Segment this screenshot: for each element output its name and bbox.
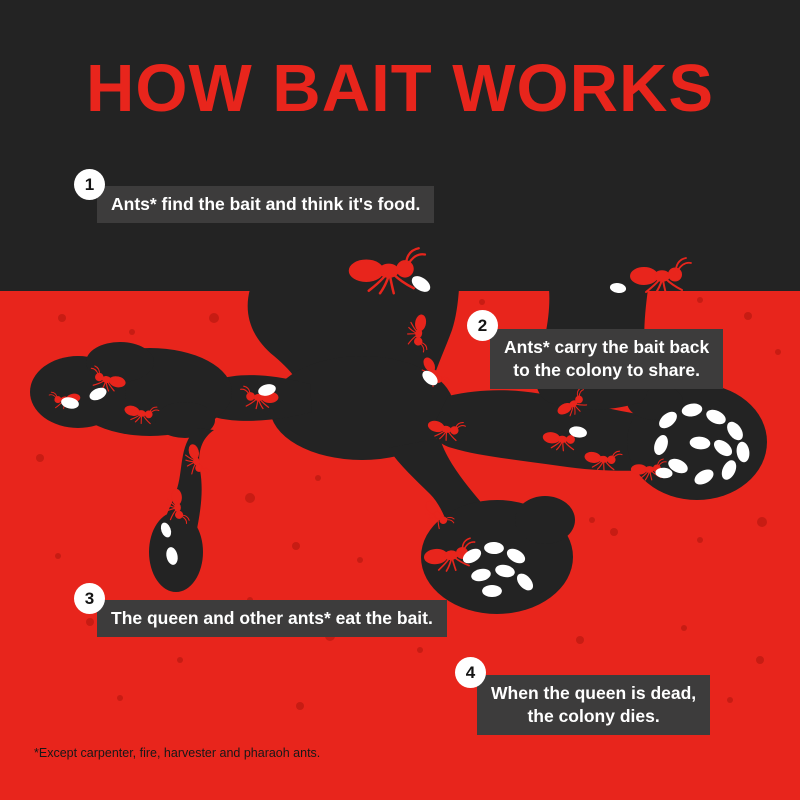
bait-egg-icon <box>408 272 434 296</box>
bait-egg-icon <box>482 584 502 598</box>
bait-egg-icon <box>680 401 704 419</box>
ant-icon <box>164 487 190 526</box>
bait-egg-icon <box>494 563 516 579</box>
bait-egg-icon <box>87 385 109 403</box>
bait-egg-icon <box>735 440 751 464</box>
bait-egg-icon <box>504 545 528 567</box>
ant-icon <box>540 424 583 454</box>
step-2-number-label: 2 <box>477 315 488 335</box>
ant-icon <box>404 312 434 354</box>
bait-eggs-group <box>60 272 751 598</box>
queen-ant-icon <box>422 536 478 574</box>
bait-egg-icon <box>651 433 671 457</box>
ant-icon <box>240 385 279 410</box>
bait-egg-icon <box>723 418 747 444</box>
bait-egg-icon <box>710 436 736 460</box>
bait-egg-icon <box>158 521 174 539</box>
bait-egg-icon <box>60 395 80 411</box>
footnote: *Except carpenter, fire, harvester and p… <box>34 746 321 760</box>
step-2-box: Ants* carry the bait back to the colony … <box>490 329 724 390</box>
bait-egg-icon <box>718 457 740 483</box>
step-4-text-line-2: the colony dies. <box>527 706 660 727</box>
step-4-box: When the queen is dead, the colony dies. <box>477 675 711 736</box>
step-4-text-line-1: When the queen is dead, <box>491 683 697 703</box>
step-1-text: Ants* find the bait and think it's food. <box>111 194 421 214</box>
ant-icon <box>418 495 457 535</box>
bait-egg-icon <box>470 567 492 583</box>
ant-icon <box>416 352 452 393</box>
step-4-number-label: 4 <box>465 662 476 682</box>
bait-egg-icon <box>460 545 484 567</box>
ant-icon <box>121 398 161 428</box>
page-title: HOW BAIT WORKS <box>85 51 715 126</box>
ant-icon <box>348 247 427 295</box>
ant-icon <box>552 386 593 422</box>
step-2-text-line-1: Ants* carry the bait back <box>504 337 710 357</box>
ant-icon <box>424 413 467 445</box>
ant-icon <box>48 387 82 411</box>
bait-egg-icon <box>689 435 711 451</box>
bait-egg-icon <box>691 466 717 488</box>
step-2-text-line-2: to the colony to share. <box>513 360 700 381</box>
bait-egg-icon <box>256 382 278 398</box>
bait-egg-icon <box>164 546 180 566</box>
bait-egg-icon <box>513 570 537 594</box>
top-band <box>0 0 800 291</box>
step-3-text: The queen and other ants* eat the bait. <box>111 608 433 628</box>
ants-group <box>48 247 692 574</box>
bait-egg-icon <box>655 467 673 479</box>
step-3-box: The queen and other ants* eat the bait. <box>97 600 447 638</box>
step-1-number-label: 1 <box>84 174 95 194</box>
step-4-number: 4 <box>455 657 486 688</box>
step-1-number: 1 <box>74 169 105 200</box>
bait-egg-icon <box>665 455 691 477</box>
step-1-box: Ants* find the bait and think it's food. <box>97 186 435 224</box>
ant-icon <box>181 441 211 480</box>
ant-icon <box>582 444 624 474</box>
bait-egg-icon <box>703 406 729 428</box>
step-3-number-label: 3 <box>84 588 95 608</box>
step-3-number: 3 <box>74 583 105 614</box>
ant-icon <box>630 458 667 481</box>
ant-icon <box>86 364 129 395</box>
bait-egg-icon <box>568 425 588 439</box>
bait-egg-icon <box>609 281 627 295</box>
bait-egg-icon <box>656 408 680 432</box>
step-2-number: 2 <box>467 310 498 341</box>
ant-icon <box>629 257 692 295</box>
bait-egg-icon <box>483 541 505 555</box>
bait-egg-icon <box>419 367 441 389</box>
